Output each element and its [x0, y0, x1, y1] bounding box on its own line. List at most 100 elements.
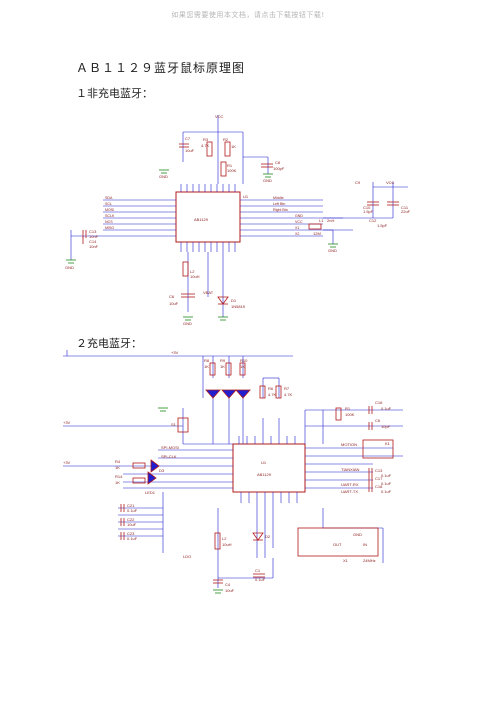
net-label: +3V — [63, 460, 71, 465]
chip-designator: U1 — [261, 460, 267, 465]
component-label: R2 — [223, 137, 229, 142]
component-label: 2nH — [327, 218, 334, 223]
component-label: 1N5819 — [231, 304, 246, 309]
component-label: C6 — [169, 294, 175, 299]
pin-label: X1 — [295, 226, 299, 230]
component-label: 0.1uF — [381, 473, 392, 478]
component-label: 1.5pF — [377, 223, 388, 228]
net-label: LDO — [183, 554, 191, 559]
component-label: C23 — [127, 531, 135, 536]
component-label: C11 — [401, 205, 409, 210]
component-label: L1 — [319, 218, 324, 223]
component-label: 1K — [115, 480, 120, 485]
schematic-charging: +3V +3V +3V R8 1K R9 1K R10 1K R6 4.7K R… — [63, 348, 413, 626]
component-label: 0.1uF — [127, 536, 138, 541]
component-label: 4.7K — [284, 392, 293, 397]
component-label: 4.7K — [268, 392, 277, 397]
net-label: GND — [328, 248, 337, 253]
net-label: GND — [159, 174, 168, 179]
component-label: R4 — [115, 459, 121, 464]
pin-label: VCC — [295, 220, 303, 224]
component-label: 1K — [204, 364, 209, 369]
signal-label: UART-TX — [341, 489, 358, 494]
component-label: 1K — [231, 144, 236, 149]
component-label: 12M — [313, 231, 321, 236]
chip-name: AB1129 — [257, 472, 272, 477]
component-label: R14 — [115, 474, 123, 479]
component-label: 0.1uF — [381, 406, 392, 411]
component-label: 10uF — [185, 148, 195, 153]
component-label: C9 — [355, 180, 361, 185]
component-label: C6 — [375, 418, 381, 423]
section-heading-non-charging: １非充电蓝牙： — [76, 87, 153, 100]
net-label: GND — [263, 178, 272, 183]
net-label: +3V — [171, 350, 179, 355]
component-label: R7 — [284, 386, 290, 391]
component-label: 1.5pF — [363, 209, 374, 214]
component-label: 1K — [240, 364, 245, 369]
component-label: C8 — [275, 160, 281, 165]
pin-label: SCL — [105, 202, 112, 206]
pin-label: Middle — [273, 196, 284, 200]
component-label: 0.1uF — [127, 508, 138, 513]
net-label: GND — [183, 321, 192, 326]
component-label: 100K — [227, 168, 237, 173]
component-label: R10 — [240, 358, 248, 363]
net-label: GND — [65, 265, 74, 270]
pin-label: MISO — [105, 226, 114, 230]
component-label: 1K — [115, 465, 120, 470]
pin-label: GND — [295, 214, 303, 218]
watermark: 如果您需要使用本文档，请点击下载按钮下载! — [171, 11, 325, 19]
component-label: C1 — [255, 568, 261, 573]
pin-label: MOSI — [105, 208, 114, 212]
component-label: R3 — [203, 137, 209, 142]
pin-label: IN — [363, 542, 367, 547]
component-label: C14 — [89, 239, 97, 244]
component-label: S1 — [171, 422, 177, 427]
component-label: 10pF — [381, 424, 391, 429]
component-label: 0.1uF — [381, 489, 392, 494]
net-label: +3V — [63, 420, 71, 425]
component-label: R9 — [220, 358, 226, 363]
signal-label: SPI-MOSI — [161, 445, 179, 450]
component-label: 0.1uF — [381, 481, 392, 486]
component-label: 10uH — [190, 274, 200, 279]
signal-label: MOTION — [341, 442, 357, 447]
section-heading-charging: ２充电蓝牙： — [76, 337, 142, 350]
pin-label: OUT — [333, 542, 342, 547]
component-label: 100K — [345, 412, 355, 417]
signal-label: SPI-CLK — [161, 454, 177, 459]
component-label: R8 — [204, 358, 210, 363]
signal-label: UART-RX — [341, 482, 359, 487]
component-label: 10uF — [127, 522, 137, 527]
document-title: ＡＢ１１２９蓝牙鼠标原理图 — [76, 61, 246, 75]
component-label: L2 — [222, 536, 227, 541]
component-label: 10uF — [169, 301, 179, 306]
component-label: R1 — [227, 163, 233, 168]
component-label: C17 — [375, 476, 383, 481]
component-label: C10 — [363, 205, 371, 210]
component-label: 24MHz — [363, 558, 376, 563]
component-label: 100pF — [273, 166, 285, 171]
pin-label: X2 — [295, 232, 299, 236]
pin-label: NCS — [105, 220, 113, 224]
component-label: C13 — [89, 229, 97, 234]
component-label: 10nF — [89, 234, 99, 239]
component-label: K1 — [385, 441, 391, 446]
pin-label: Left Btn — [273, 202, 285, 206]
component-label: L2 — [190, 269, 195, 274]
net-label: VBAT — [203, 290, 214, 295]
component-label: C7 — [185, 136, 191, 141]
pin-label: SDA — [105, 196, 113, 200]
schematic-non-charging: VCC C7 10uF R3 4.7K R2 1K R1 100K C8 100… — [63, 112, 413, 332]
chip-name: AB1129 — [194, 217, 209, 222]
component-label: X1 — [343, 558, 349, 563]
component-label: C13 — [375, 468, 383, 473]
component-label: 10uH — [222, 542, 232, 547]
component-label: 10nF — [89, 244, 99, 249]
component-label: D1 — [231, 298, 237, 303]
component-label: C4 — [225, 582, 231, 587]
component-label: C22 — [127, 517, 135, 522]
component-label: C18 — [375, 484, 383, 489]
